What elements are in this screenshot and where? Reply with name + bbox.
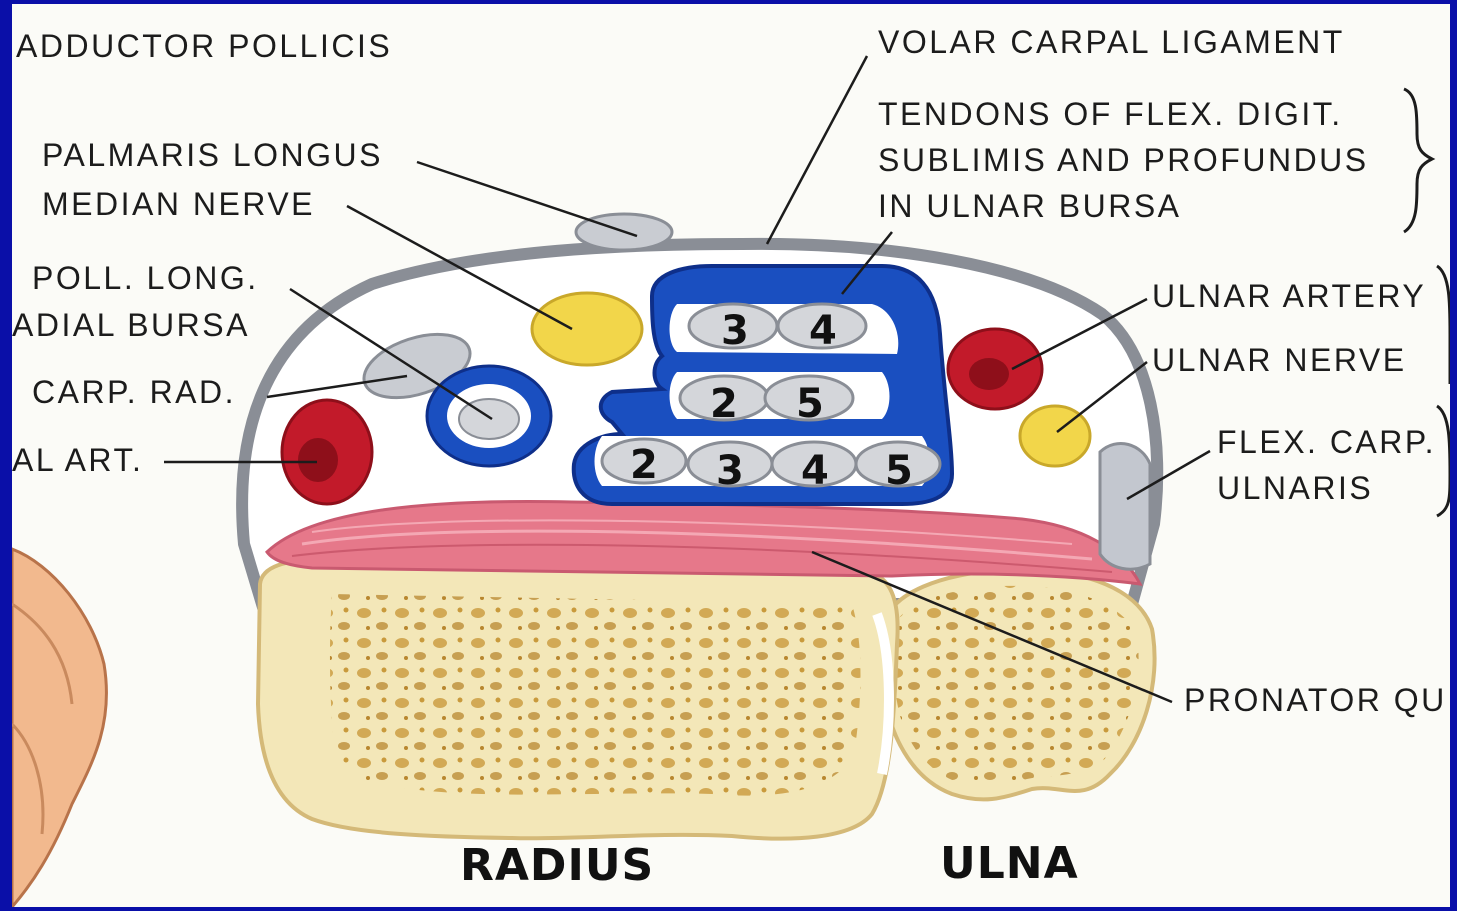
- label-ulna: ULNA: [940, 842, 1079, 886]
- tendon-number: 4: [809, 308, 837, 354]
- ulna-bone: [884, 569, 1155, 799]
- flexor-carpi-ulnaris: [1100, 443, 1150, 569]
- label-poll-long: POLL. LONG.: [32, 262, 259, 294]
- tendon-number: 4: [801, 448, 829, 494]
- radius-bone: [258, 560, 898, 839]
- label-adductor-pollicis: ADDUCTOR POLLICIS: [16, 30, 392, 62]
- median-nerve: [532, 293, 642, 365]
- label-palmaris-longus: PALMARIS LONGUS: [42, 139, 383, 171]
- tendon-number: 3: [721, 308, 749, 354]
- label-pronator-quadratus: PRONATOR QU: [1184, 684, 1447, 716]
- label-ulnar-artery: ULNAR ARTERY: [1152, 280, 1426, 312]
- label-tendons-line3: IN ULNAR BURSA: [878, 190, 1182, 222]
- label-carp-rad: CARP. RAD.: [32, 376, 236, 408]
- tendon-number: 2: [710, 381, 738, 427]
- tendon-number: 5: [885, 448, 913, 494]
- label-radial-bursa: ADIAL BURSA: [12, 309, 250, 341]
- label-radial-artery: AL ART.: [12, 444, 143, 476]
- ulnar-artery: [948, 329, 1042, 409]
- anatomy-plate: 3 4 2 5 2 3 4 5: [12, 4, 1450, 907]
- label-ulnar-nerve: ULNAR NERVE: [1152, 344, 1407, 376]
- tendon-number: 5: [796, 381, 824, 427]
- label-volar-carpal-ligament: VOLAR CARPAL LIGAMENT: [878, 26, 1345, 58]
- label-ulnaris: ULNARIS: [1217, 472, 1373, 504]
- tendon-number: 2: [630, 442, 658, 488]
- label-median-nerve: MEDIAN NERVE: [42, 188, 315, 220]
- label-flex-carp: FLEX. CARP.: [1217, 426, 1436, 458]
- label-radius: RADIUS: [460, 844, 654, 888]
- tendon-number: 3: [716, 448, 744, 494]
- radial-artery: [282, 400, 372, 504]
- label-tendons-line1: TENDONS OF FLEX. DIGIT.: [878, 98, 1343, 130]
- thumb-region: [12, 549, 106, 907]
- label-tendons-line2: SUBLIMIS AND PROFUNDUS: [878, 144, 1369, 176]
